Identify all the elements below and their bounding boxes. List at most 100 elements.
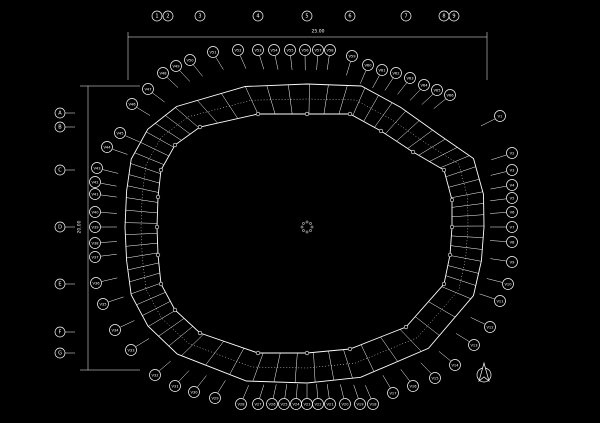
vertex-label-bubble: V30 [188,386,200,398]
vertex-label-bubble-text: V42 [91,180,98,184]
vertex-label-bubble-circle [390,67,402,79]
grid-column-bubble-circle [194,10,206,22]
radial-rib [142,301,171,316]
grid-column-bubble-circle [400,10,412,22]
grid-row-bubble-text: E [58,281,61,287]
vertex-label-bubble-circle [97,298,109,310]
radial-rib [328,350,335,381]
vertex-label-bubble-circle [299,44,311,56]
vertex-leader-line [384,78,394,91]
radial-rib [130,163,161,174]
vertex-label-bubble: V40 [89,206,101,218]
vertex-leader-line [274,55,279,70]
vertex-label-bubble-circle [89,251,101,263]
vertex-label-bubble-text: V65 [433,88,440,92]
vertex-leader-line [400,369,410,382]
vertex-label-bubble-text: V28 [237,402,245,406]
column-node [154,224,160,230]
vertex-label-bubble-circle [184,54,196,66]
vertex-label-bubble: V39 [89,221,101,233]
grid-column-bubble-text: 6 [348,13,351,19]
vertex-label-bubble-text: V17 [389,391,396,395]
vertex-label-bubble-text: V15 [431,376,438,380]
radial-rib [385,110,406,135]
vertex-leader-line [490,171,507,176]
vertex-label-bubble-circle [89,176,101,188]
radial-rib [158,318,185,337]
vertex-label-bubble-text: V54 [270,48,278,52]
vertex-label-bubble-circle [266,398,278,410]
inner-ring [156,113,453,354]
vertex-label-bubble: V11 [494,295,506,307]
column-node [158,281,164,287]
vertex-label-bubble: V55 [284,44,296,56]
vertex-leader-line [360,70,367,84]
vertex-label-bubble: V43 [91,162,103,174]
vertex-label-bubble-text: V34 [111,328,119,332]
vertex-leader-line [135,338,150,347]
vertex-label-bubble: V9 [506,256,518,268]
vertex-label-bubble-circle [235,398,247,410]
vertex-label-bubble-text: V4 [510,183,515,187]
column-node [447,252,453,258]
vertex-label-bubble-text: V21 [326,402,333,406]
vertex-label-bubble: V47 [142,83,154,95]
vertex-label-bubble: V5 [506,192,518,204]
vertex-label-bubble-circle [252,44,264,56]
grid-row-bubble: C [54,164,66,176]
grid-row-bubble-text: B [58,124,62,130]
radial-rib [140,142,169,157]
vertex-label-bubble: V45 [114,127,126,139]
vertex-label-bubble-text: V53 [254,48,261,52]
radial-rib [205,341,224,366]
column-node [172,142,178,148]
vertex-label-bubble: V2 [506,147,518,159]
vertex-label-bubble: V34 [109,324,121,336]
vertex-label-bubble-circle [90,277,102,289]
vertex-leader-line [152,92,165,103]
vertex-leader-line [409,89,421,101]
vertex-label-bubble-circle [376,64,388,76]
vertex-label-bubble-circle [404,72,416,84]
vertex-leader-line [108,296,124,303]
vertex-label-bubble-circle [157,67,169,79]
radial-rib [148,310,176,327]
vertex-label-bubble: V19 [354,398,366,410]
vertex-label-bubble: V12 [484,321,496,333]
radial-rib [126,252,158,259]
radial-rib [127,262,159,271]
vertex-label-bubble: V61 [376,64,388,76]
vertex-label-bubble-circle [207,46,219,58]
vertex-label-bubble-text: V18 [369,402,377,406]
vertex-label-bubble-text: V6 [510,210,515,214]
radial-rib [313,352,316,383]
radial-rib [451,235,484,238]
vertex-label-bubble-circle [407,380,419,392]
radial-rib [323,84,329,115]
vertex-label-bubble-circle [506,221,518,233]
vertex-label-bubble-text: V59 [348,54,356,58]
vertex-label-bubble: V49 [170,60,182,72]
vertex-label-bubble-circle [188,386,200,398]
column-node [158,167,164,173]
vertex-label-bubble-text: V20 [341,402,349,406]
vertex-label-bubble: V20 [339,398,351,410]
grid-column-bubble: 2 [162,10,174,22]
vertex-label-bubble-text: V3 [510,168,515,172]
vertex-label-bubble-circle [89,188,101,200]
height-dimension-label: 20.00 [77,220,83,233]
vertex-label-bubble-circle [312,44,324,56]
vertex-label-bubble: V31 [169,380,181,392]
vertex-label-bubble-text: V29 [211,396,219,400]
vertex-label-bubble-text: V9 [510,260,515,264]
vertex-label-bubble: V64 [418,79,430,91]
vertex-label-bubble-circle [449,359,461,371]
vertex-label-bubble: V59 [346,50,358,62]
vertex-label-bubble-circle [252,398,264,410]
radial-rib [273,352,281,382]
vertex-label-bubble: V52 [232,44,244,56]
grid-row-bubble: A [54,107,66,119]
